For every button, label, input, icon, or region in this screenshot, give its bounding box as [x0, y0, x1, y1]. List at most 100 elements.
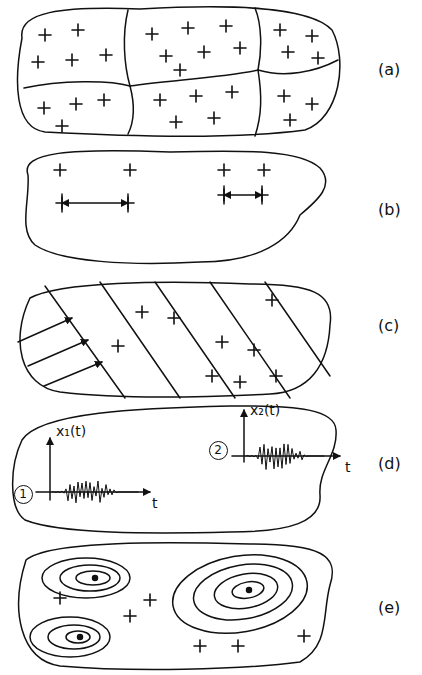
station-marker [239, 376, 241, 388]
station-marker [71, 54, 73, 66]
station-marker [311, 98, 313, 110]
station-marker [213, 112, 215, 124]
station-marker [225, 20, 227, 32]
callout-number: 1 [19, 488, 27, 500]
wavefront-line [100, 282, 180, 398]
station-marker [43, 102, 45, 114]
station-marker [311, 30, 313, 42]
region-outline [13, 406, 337, 533]
station-marker [287, 46, 289, 58]
subregion-line [130, 8, 261, 86]
station-marker [223, 164, 225, 176]
subregion-line [124, 10, 130, 86]
station-marker [237, 640, 239, 652]
callout-number: 2 [214, 444, 222, 456]
propagation-arrow [44, 362, 102, 386]
station-marker [159, 94, 161, 106]
subregion-line [255, 70, 261, 136]
station-marker [129, 610, 131, 622]
region-outline [19, 543, 333, 670]
contour-center [93, 576, 98, 581]
contour-line [66, 631, 90, 643]
station-marker [175, 116, 177, 128]
station-marker [151, 28, 153, 40]
panel-label: (c) [378, 318, 399, 334]
station-marker [105, 49, 107, 61]
station-marker [141, 306, 143, 318]
contour-line [30, 617, 110, 657]
station-marker [187, 22, 189, 34]
station-marker [199, 640, 201, 652]
station-marker [61, 120, 63, 132]
circled-number: 1 [14, 485, 33, 504]
station-markers [32, 20, 324, 652]
axis-label: x₁(t) [56, 424, 86, 438]
station-marker [275, 370, 277, 382]
panel-label: (d) [378, 456, 401, 472]
station-marker [283, 90, 285, 102]
station-marker [231, 86, 233, 98]
panel-label: (b) [378, 202, 401, 218]
axis-label: t [345, 460, 351, 474]
station-marker [211, 370, 213, 382]
propagation-arrow [18, 318, 72, 342]
station-marker [59, 164, 61, 176]
axis-label: x₂(t) [250, 403, 280, 417]
station-marker [173, 312, 175, 324]
station-marker [117, 340, 119, 352]
station-marker [59, 592, 61, 604]
region-outline [20, 282, 331, 397]
region-outline [26, 151, 326, 264]
station-marker [75, 98, 77, 110]
station-marker [253, 344, 255, 356]
contour-line [166, 545, 313, 643]
contour-line [42, 558, 130, 598]
propagation-arrow [28, 340, 88, 366]
contour-center [78, 635, 83, 640]
contour-line [212, 569, 281, 614]
region-outline [18, 7, 340, 137]
contour-line [76, 571, 110, 585]
station-marker [149, 594, 151, 606]
axis-label: t [152, 496, 158, 510]
subregion-line [258, 60, 338, 74]
contour-line [48, 625, 100, 649]
contour-line [60, 565, 120, 591]
seismogram-trace [246, 444, 324, 470]
circled-number: 2 [209, 441, 228, 460]
panel-label: (a) [378, 62, 400, 78]
station-marker [239, 42, 241, 54]
station-marker [77, 24, 79, 36]
panel-label: (e) [378, 600, 400, 616]
station-marker [195, 90, 197, 102]
station-marker [303, 630, 305, 642]
wavefront-line [210, 282, 290, 398]
station-marker [263, 164, 265, 176]
station-marker [61, 197, 63, 209]
station-marker [223, 189, 225, 201]
wavefront-line [155, 282, 235, 398]
contour-line [231, 579, 265, 600]
seismogram-trace [52, 481, 138, 503]
subregion-line [24, 82, 134, 134]
station-marker [165, 50, 167, 62]
axis-line [243, 410, 245, 462]
station-marker [127, 197, 129, 209]
contour-line [189, 557, 297, 628]
station-marker [44, 29, 46, 41]
station-marker [317, 52, 319, 64]
station-marker [261, 189, 263, 201]
contour-center [247, 588, 252, 593]
station-marker [179, 64, 181, 76]
station-marker [203, 46, 205, 58]
station-marker [279, 24, 281, 36]
station-marker [129, 164, 131, 176]
station-marker [221, 336, 223, 348]
station-marker [271, 294, 273, 306]
wavefront-line [265, 282, 330, 376]
station-marker [103, 94, 105, 106]
station-marker [289, 114, 291, 126]
station-marker [37, 56, 39, 68]
